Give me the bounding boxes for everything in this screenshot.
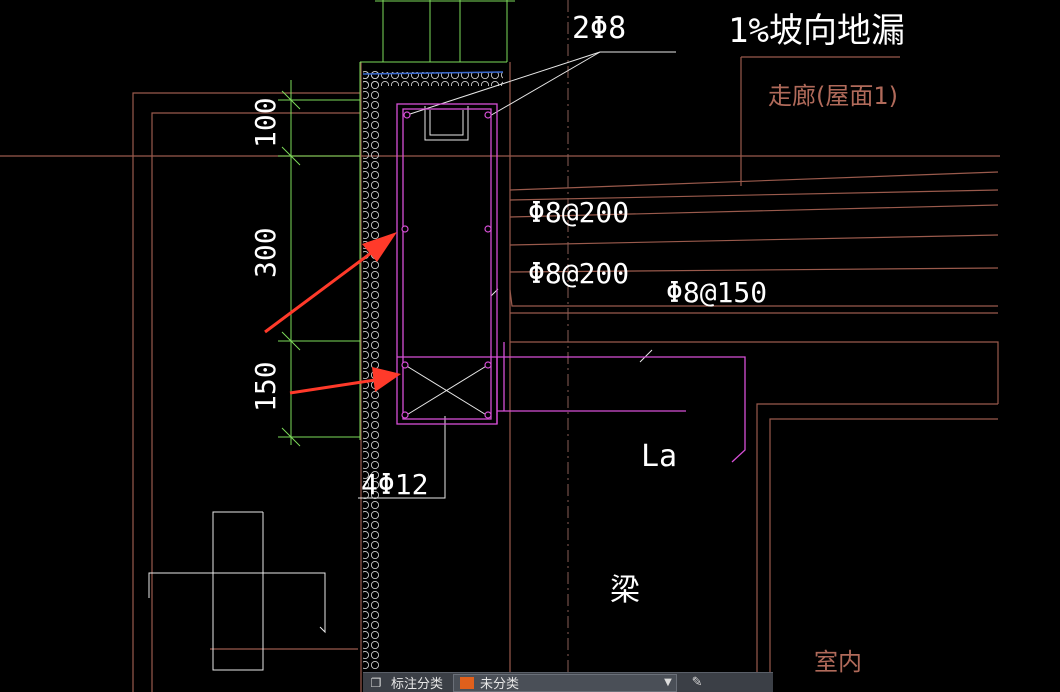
pencil-edit-icon[interactable]: ✎ — [691, 675, 703, 690]
membrane-line — [362, 71, 504, 75]
corridor-label: 走廊(屋面1) — [768, 82, 898, 110]
white-lines — [148, 51, 676, 671]
layer-select[interactable]: 未分类 ▼ — [453, 673, 678, 692]
insulation-layer — [363, 70, 381, 670]
red-arrow-lower — [289, 367, 401, 395]
dim-300: 300 — [249, 227, 282, 278]
chevron-down-icon[interactable]: ▼ — [664, 677, 672, 688]
layer-color-swatch — [460, 676, 475, 689]
slab-rebar-3: Φ8@150 — [666, 276, 767, 309]
dim-150: 150 — [249, 361, 282, 412]
slab-rebar-2: Φ8@200 — [528, 257, 629, 290]
brown-structure-lines — [0, 56, 1000, 692]
indoor-label: 室内 — [814, 648, 862, 676]
magenta-rebar — [396, 103, 746, 463]
green-lines — [278, 0, 515, 447]
beam-label: 梁 — [610, 573, 640, 608]
annotation-category-label: 标注分类 — [391, 677, 444, 692]
beam-rebar-label: 4Φ12 — [361, 468, 428, 501]
layer-select-value: 未分类 — [480, 677, 520, 692]
slope-note: 1%坡向地漏 — [728, 11, 905, 51]
rebar-top-label: 2Φ8 — [572, 11, 626, 46]
rebar-points — [401, 111, 492, 419]
layers-icon[interactable]: ❐ — [370, 675, 382, 690]
slab-rebar-1: Φ8@200 — [528, 196, 629, 229]
dim-100: 100 — [249, 97, 282, 148]
anchor-label: La — [641, 439, 677, 474]
annotation-toolbar: ❐ 标注分类 未分类 ▼ ✎ — [363, 672, 773, 692]
red-arrow-upper — [264, 232, 397, 334]
insulation-top — [363, 72, 503, 86]
